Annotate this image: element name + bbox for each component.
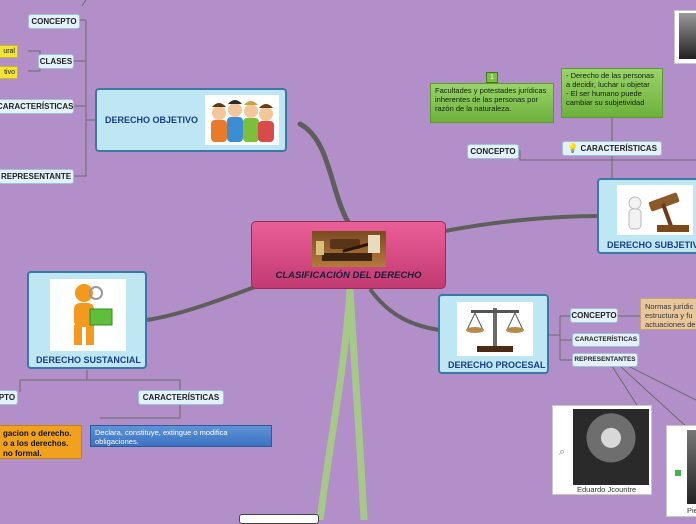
derecho-sustancial-title: DERECHO SUSTANCIAL [36,355,141,365]
search-icon: ⌕ [559,446,566,458]
objetivo-representante-pill[interactable]: REPRESENTANTE [0,169,74,184]
scales-icon [457,302,533,356]
derecho-sustancial-node[interactable]: DERECHO SUSTANCIAL [27,271,147,369]
objetivo-concepto-pill[interactable]: CONCEPTO [28,14,80,29]
representative-photo-top [674,10,696,64]
representative-card-2[interactable]: Pie [666,425,696,517]
derecho-procesal-title: DERECHO PROCESAL [448,360,546,370]
sustancial-concepto-pill[interactable]: PTO [0,390,18,405]
subjetivo-caracteristicas-text[interactable]: - Derecho de las personas a decidir, luc… [561,68,663,118]
procesal-representantes-pill[interactable]: REPRESENTANTES [572,353,638,367]
objetivo-clase-item-2[interactable]: tivo [0,66,18,79]
sustancial-caracteristicas-text[interactable]: Declara, constituye, extingue o modifica… [90,425,272,447]
portrait-icon [679,13,696,59]
lightbulb-icon: 💡 [567,143,579,153]
procesal-caracteristicas-pill[interactable]: CARACTERÍSTICAS [572,333,640,347]
derecho-objetivo-node[interactable]: DERECHO OBJETIVO [95,88,287,152]
objetivo-caracteristicas-pill[interactable]: CARACTERÍSTICAS [0,99,74,114]
bottom-node-partial[interactable] [239,514,319,524]
representative-name-2: Pie [687,506,696,515]
people-group-icon [205,95,279,145]
subjetivo-concepto-pill[interactable]: CONCEPTO [467,144,519,159]
procesal-concepto-pill[interactable]: CONCEPTO [570,308,618,323]
objetivo-clases-pill[interactable]: CLASES [38,54,74,69]
green-tag-icon [675,470,681,476]
representative-name-1: Eduardo Jcountre [577,485,637,494]
objetivo-clase-item-1[interactable]: ural [0,45,18,58]
sustancial-caracteristicas-pill[interactable]: CARACTERÍSTICAS [138,390,224,405]
gavel-icon [312,231,386,267]
derecho-procesal-node[interactable]: DERECHO PROCESAL [438,294,549,374]
sustancial-concepto-text[interactable]: gacion o derecho. o a los derechos. no f… [0,425,82,459]
derecho-subjetivo-node[interactable]: DERECHO SUBJETIVO [597,178,696,254]
person-folder-icon [50,279,126,351]
subjetivo-caracteristicas-pill[interactable]: 💡 CARACTERÍSTICAS [562,141,662,156]
portrait-icon [687,430,696,504]
representative-card-couture[interactable]: ⌕ Eduardo Jcountre [552,405,652,495]
derecho-subjetivo-title: DERECHO SUBJETIVO [607,240,696,250]
central-topic[interactable]: CLASIFICACIÓN DEL DERECHO [251,221,446,289]
portrait-icon [573,409,649,485]
subjetivo-concepto-text[interactable]: Facultades y potestades jurídicas inhere… [430,83,554,123]
subjetivo-caracteristicas-label: CARACTERÍSTICAS [580,144,657,153]
gavel-figure-icon [617,185,693,235]
derecho-objetivo-title: DERECHO OBJETIVO [105,115,199,125]
procesal-concepto-text[interactable]: Normas jurídic estructura y fu actuacion… [640,298,696,330]
central-topic-title: CLASIFICACIÓN DEL DERECHO [275,270,422,281]
subjetivo-concepto-badge: 1 [486,72,498,83]
